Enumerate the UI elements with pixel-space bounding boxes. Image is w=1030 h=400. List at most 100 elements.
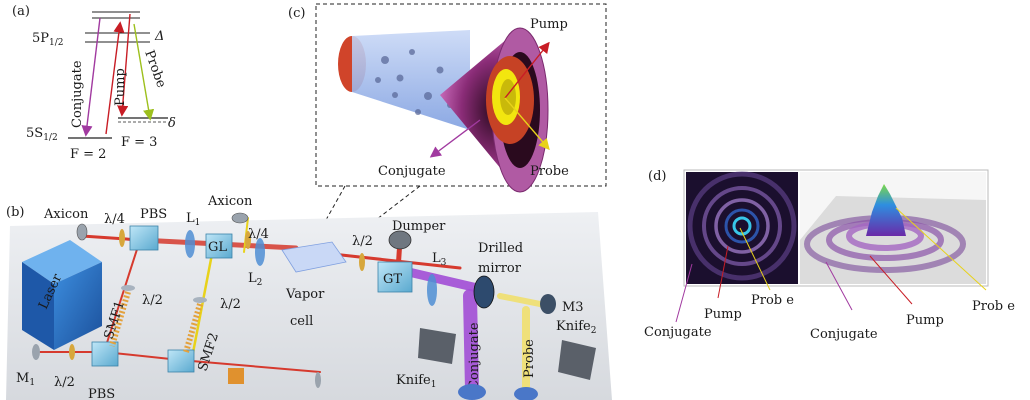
probe-ring-inner (500, 79, 516, 115)
m1-label: M1 (16, 371, 35, 388)
gl-cube (205, 233, 233, 259)
laser-top (22, 240, 102, 284)
conjugate-arrow (429, 119, 481, 158)
qwp-2-label: λ/4 (248, 227, 269, 242)
probe-arrow (504, 97, 550, 151)
probe-transition-arrow (133, 23, 155, 121)
hwp-2 (193, 297, 207, 303)
laser-front (54, 262, 102, 350)
optical-table (6, 212, 612, 400)
qwp-2 (245, 231, 251, 249)
hwp-2-label: λ/2 (220, 297, 241, 312)
d-probe-label-2: Prob e (972, 299, 1015, 314)
pump-label: Pump (530, 17, 568, 32)
mirror-m3 (540, 294, 556, 314)
pump-label: Pump (113, 68, 128, 106)
delta-small-label: δ (168, 116, 176, 131)
axicon-left (76, 223, 88, 241)
hwp-4 (69, 344, 75, 360)
dumper-label: Dumper (392, 219, 446, 234)
panel-a: (a) 5P1/2 5S1/2 Δ δ Conjugate Pump Probe… (12, 4, 176, 162)
surface-peak (866, 184, 906, 236)
pump-arrow (504, 41, 550, 99)
panel-b: (b) Laser Axicon Axicon (6, 194, 612, 400)
d-pump-label-1: Pump (704, 307, 742, 322)
ring-center (739, 223, 745, 229)
vapor-cell-label-2: cell (290, 314, 313, 329)
gt-cube (377, 261, 413, 293)
axicon-right-label: Axicon (207, 194, 253, 209)
qwp-1 (119, 229, 125, 247)
axicon-right (231, 212, 249, 224)
f3-label: F = 3 (121, 135, 157, 150)
knife-2 (558, 340, 596, 380)
l2-label: L2 (248, 271, 262, 288)
pbs-top-label: PBS (140, 207, 167, 222)
panel-a-tag: (a) (12, 4, 30, 19)
axicon-left-label: Axicon (43, 207, 89, 222)
delay-stage (228, 368, 244, 384)
drilled-mirror (473, 275, 495, 309)
hwp-4-label: λ/2 (54, 375, 75, 390)
f2-label: F = 2 (70, 147, 106, 162)
atoms (375, 49, 453, 115)
hwp-3-label: λ/2 (352, 234, 373, 249)
hwp-1-label: λ/2 (142, 293, 163, 308)
knife2-label: Knife2 (556, 319, 596, 336)
probe-label: Probe (141, 48, 168, 90)
conjugate-label: Conjugate (70, 60, 85, 128)
lens-l2 (255, 238, 265, 266)
beam-dumper (388, 230, 412, 250)
lens-l3 (427, 274, 437, 306)
pbs-bottom-label: PBS (88, 387, 115, 400)
l3-label: L3 (432, 251, 447, 268)
detector-probe (514, 387, 538, 400)
pump-transition-up (105, 21, 125, 135)
d-pump-label-2: Pump (906, 313, 944, 328)
panel-d: (d) Conjugate Pump (644, 169, 1015, 342)
drilled-label-2: mirror (478, 261, 522, 276)
lens-l1 (185, 230, 195, 258)
conjugate-beam-label: Conjugate (467, 322, 482, 390)
panel-b-tag: (b) (6, 205, 24, 220)
vapor-cylinder (352, 30, 470, 130)
panel-c-tag: (c) (288, 6, 305, 21)
mirror-delay (315, 372, 321, 388)
delta-cap-label: Δ (154, 29, 164, 44)
pbs-top (129, 225, 159, 251)
m3-label: M3 (562, 300, 584, 315)
l1-label: L1 (186, 211, 200, 228)
vapor-cell-label-1: Vapor (285, 287, 325, 302)
mirror-m1 (32, 344, 40, 360)
conjugate-transition-arrow (81, 17, 101, 137)
d-conjugate-label-2: Conjugate (810, 327, 878, 342)
panel-d-tag: (d) (648, 169, 666, 184)
laser-side (22, 262, 54, 350)
annotation-lines (675, 207, 987, 323)
ring-pattern (687, 171, 797, 281)
d-conjugate-label-1: Conjugate (644, 325, 712, 340)
level-5p-label: 5P1/2 (32, 31, 64, 48)
detector-conjugate (458, 384, 486, 400)
knife1-label: Knife1 (396, 373, 436, 390)
probe-beam-label: Probe (522, 339, 537, 378)
hwp-3 (359, 253, 365, 271)
gl-label: GL (208, 240, 227, 255)
d-probe-label-1: Prob e (751, 293, 794, 308)
pbs-bottom (91, 341, 119, 367)
level-5s-label: 5S1/2 (26, 126, 58, 143)
vapor-cell (281, 241, 347, 273)
gt-label: GT (383, 272, 402, 287)
conjugate-label: Conjugate (378, 164, 446, 179)
pbs-combiner (167, 349, 195, 373)
panel-c: (c) Pump Probe Conjugate (288, 3, 607, 271)
pump-transition-down (117, 13, 131, 117)
smf2-fiber (183, 303, 203, 353)
smf1-fiber (109, 291, 131, 347)
knife-1 (418, 328, 456, 364)
qwp-1-label: λ/4 (104, 212, 125, 227)
probe-label: Probe (530, 164, 569, 179)
drilled-label-1: Drilled (478, 241, 523, 256)
